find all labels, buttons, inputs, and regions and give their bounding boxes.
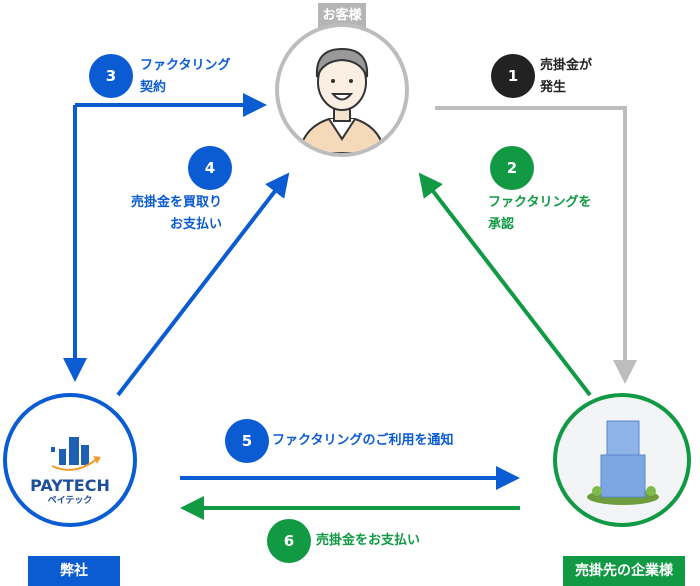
arrow-step-2 — [418, 172, 592, 397]
debtor-circle — [553, 393, 691, 527]
step-1-text: 売掛金が発生 — [540, 55, 592, 99]
step-2-text: ファクタリングを承認 — [488, 192, 591, 236]
step-3-line-1: ファクタリング — [140, 58, 231, 73]
step-1-line-1: 売掛金が — [540, 58, 593, 73]
step-6-badge: 6 — [267, 519, 311, 563]
step-2-badge: 2 — [490, 146, 534, 190]
paytech-logo-icon — [51, 437, 101, 471]
step-5-badge: 5 — [225, 419, 269, 463]
step-4-line-1: 売掛金を買取り — [130, 195, 222, 210]
customer-person-icon — [297, 47, 387, 153]
step-3-line-2: 契約 — [140, 80, 167, 95]
step-3-badge: 3 — [89, 54, 133, 98]
step-6-text: 売掛金をお支払い — [316, 533, 421, 548]
step-5-text: ファクタリングのご利用を通知 — [272, 433, 454, 448]
step-1-badge: 1 — [491, 54, 535, 98]
paytech-circle: PAYTECH ペイテック — [3, 393, 137, 527]
arrow-step-3 — [63, 93, 267, 382]
us-label: 弊社 — [28, 556, 120, 586]
debtor-label: 売掛先の企業様 — [563, 556, 685, 586]
paytech-logo-kana: ペイテック — [47, 496, 93, 506]
arrow-step-4 — [116, 172, 290, 397]
step-2-line-2: 承認 — [488, 217, 515, 232]
step-3-text: ファクタリング契約 — [140, 55, 230, 99]
step-1-line-2: 発生 — [540, 80, 567, 95]
step-4-text: 売掛金を買取りお支払い — [100, 192, 222, 236]
arrow-step-1 — [435, 106, 637, 384]
step-2-line-1: ファクタリングを — [488, 195, 592, 210]
office-building-icon — [587, 420, 659, 505]
step-4-badge: 4 — [188, 146, 232, 190]
customer-circle — [275, 23, 409, 157]
paytech-logo-text: PAYTECH — [30, 476, 110, 495]
step-4-line-2: お支払い — [169, 217, 222, 232]
